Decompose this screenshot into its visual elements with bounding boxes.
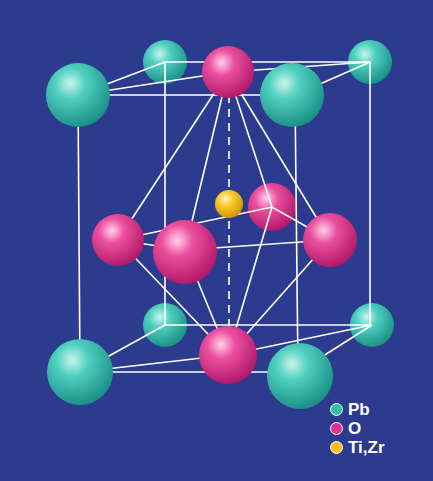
pb-atom (46, 63, 110, 127)
pb-atom (267, 343, 333, 409)
legend-text: O (348, 419, 361, 439)
o-atom (199, 326, 257, 384)
ti-zr-atom (215, 190, 243, 218)
legend: PbOTi,Zr (330, 400, 385, 457)
pb-atom (47, 339, 113, 405)
o-atom (303, 213, 357, 267)
back-atoms (143, 40, 394, 347)
o-atom (202, 46, 254, 98)
pb-atom (260, 63, 324, 127)
legend-swatch (330, 441, 343, 454)
o-atom (153, 220, 217, 284)
legend-text: Pb (348, 400, 370, 420)
legend-entry: O (330, 419, 385, 438)
legend-swatch (330, 422, 343, 435)
legend-text: Ti,Zr (348, 438, 385, 458)
legend-entry: Pb (330, 400, 385, 419)
o-atom (92, 214, 144, 266)
bond-lines (78, 62, 372, 372)
front-atoms (46, 46, 357, 409)
legend-entry: Ti,Zr (330, 438, 385, 457)
legend-swatch (330, 403, 343, 416)
